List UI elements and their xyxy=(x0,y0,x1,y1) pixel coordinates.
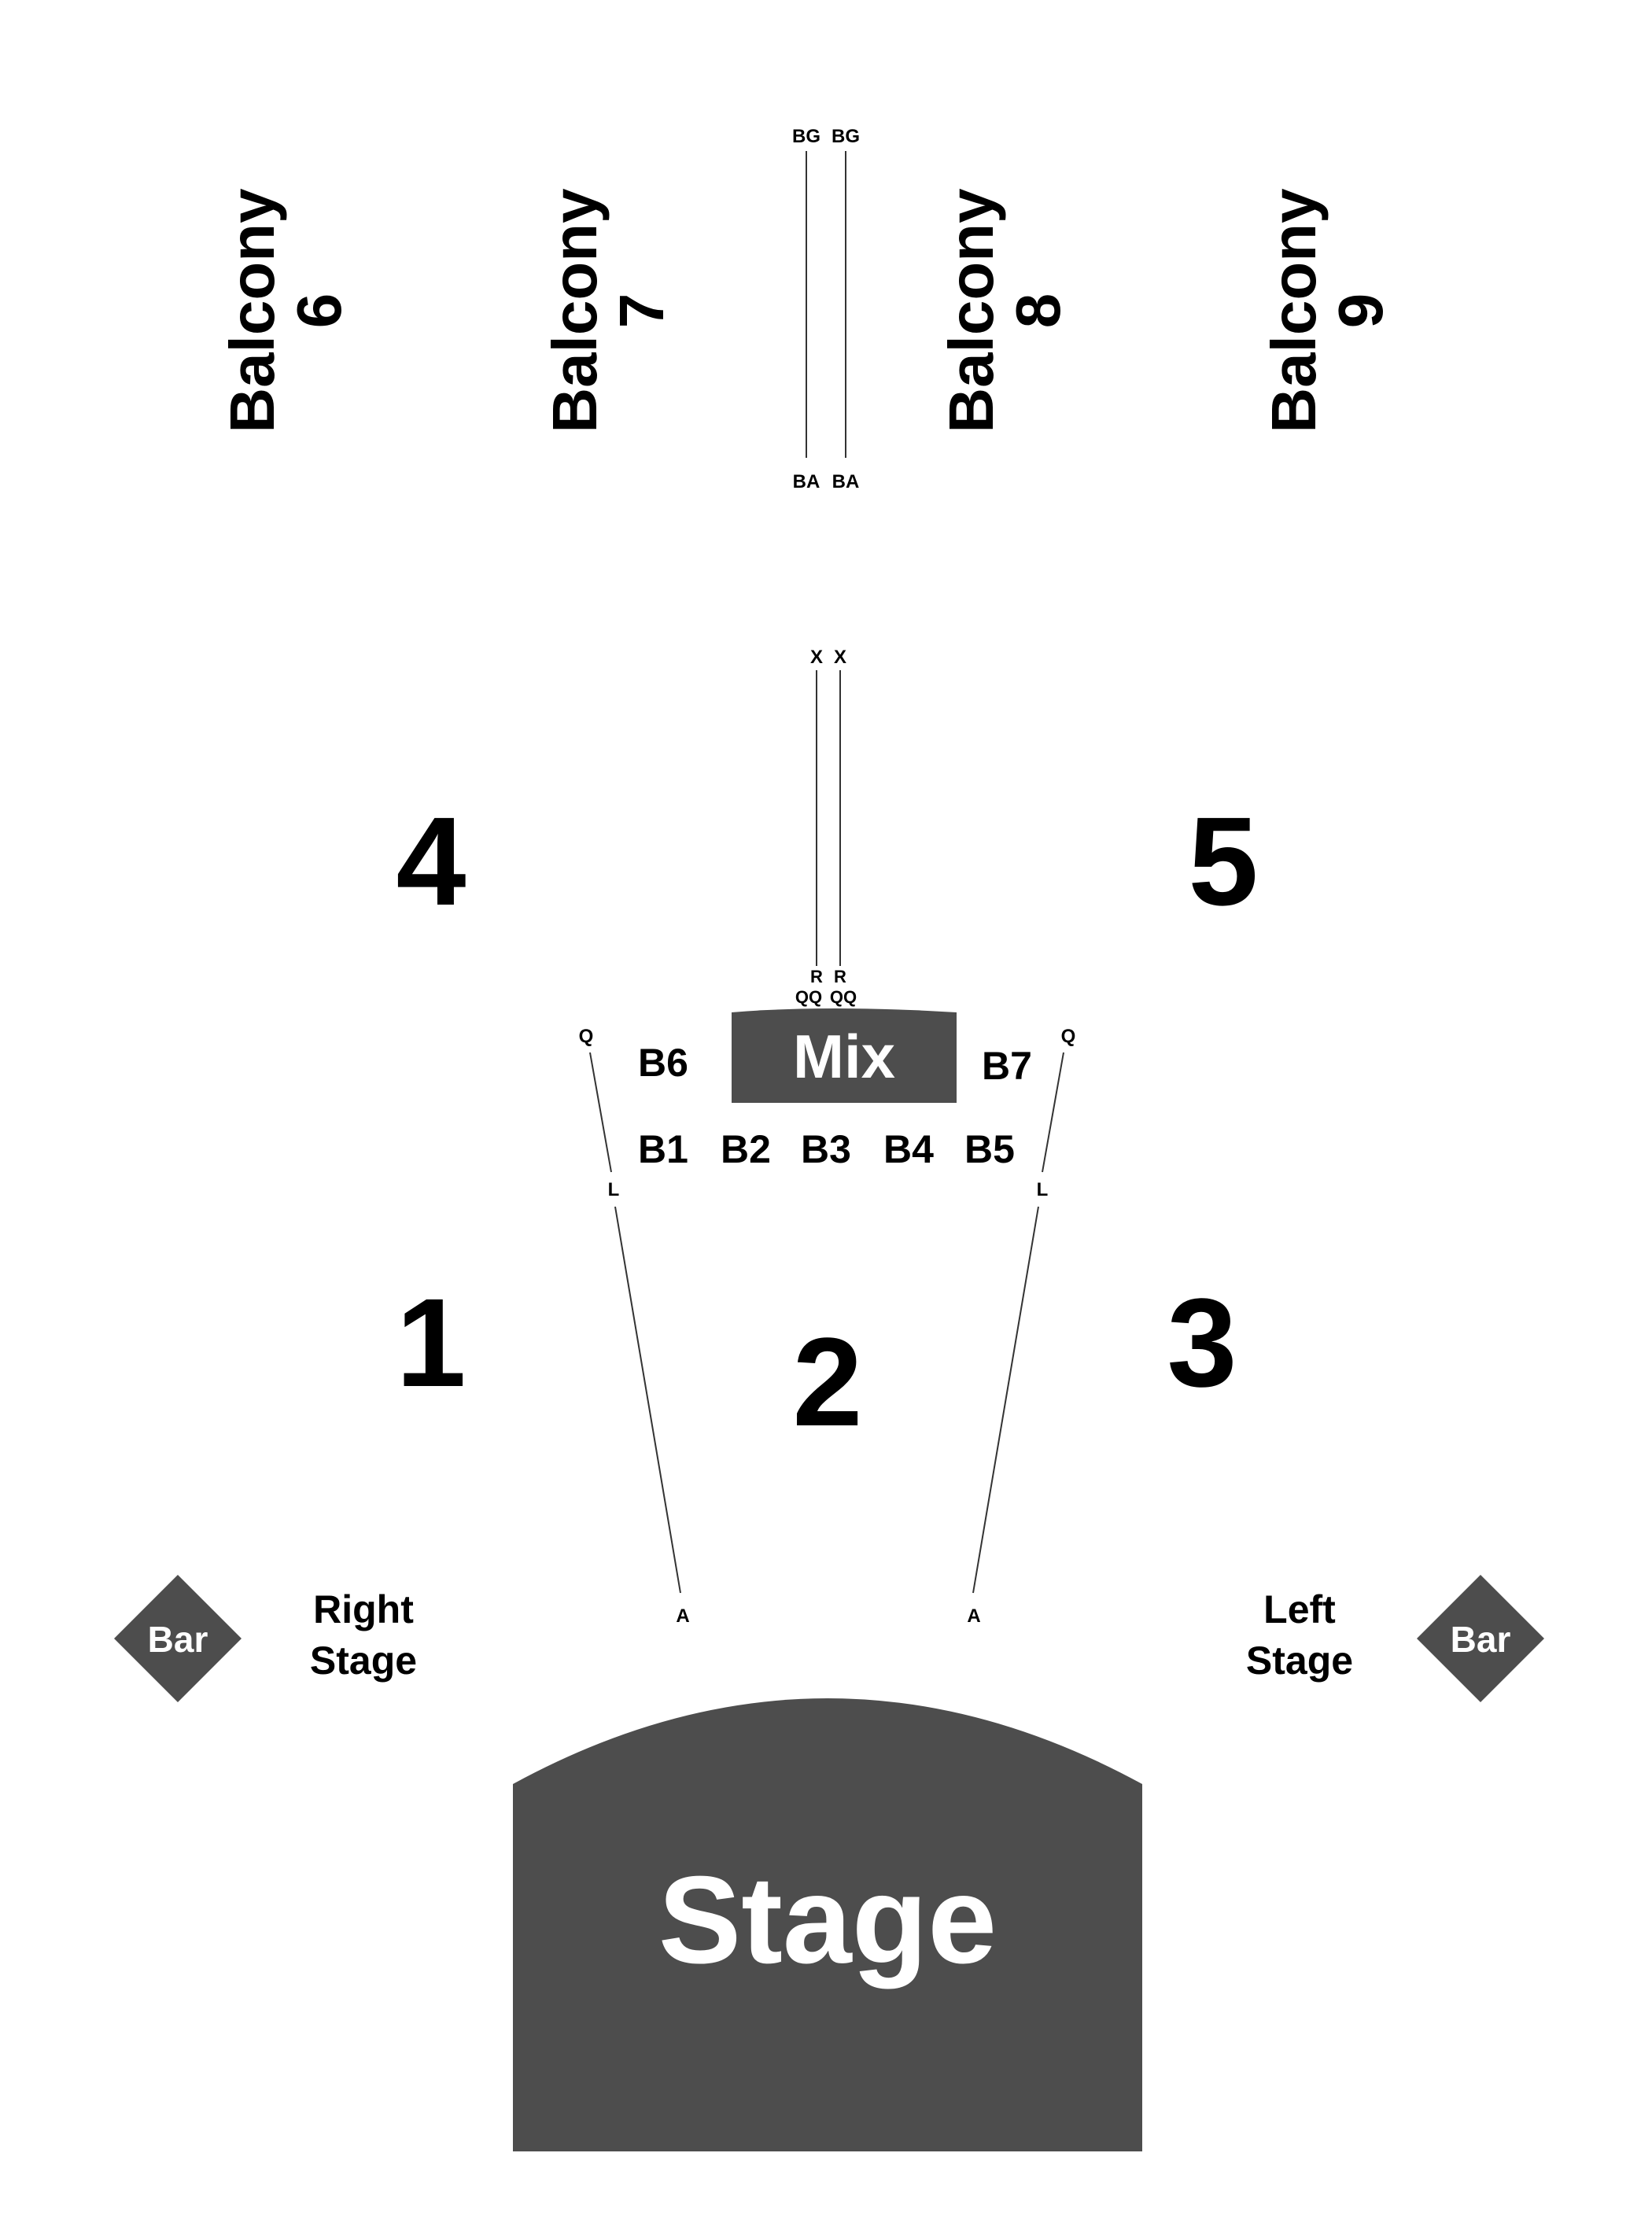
right-aisle-line-lower xyxy=(972,1206,1039,1594)
right-stage-label: Right Stage xyxy=(310,1587,417,1683)
balcony-7-number: 7 xyxy=(607,293,677,329)
left-stage-line1: Left xyxy=(1263,1587,1336,1631)
floor-aisle-qq-left: QQ xyxy=(795,987,822,1007)
section-5[interactable]: 5 xyxy=(1189,791,1259,931)
balcony-aisle: BG BG BA BA xyxy=(792,126,860,492)
balcony-8-number: 8 xyxy=(1003,293,1073,329)
right-aisle-l: L xyxy=(1037,1179,1049,1200)
box-b6[interactable]: B6 xyxy=(638,1041,688,1085)
bar-right-label: Bar xyxy=(1451,1619,1511,1660)
section-3[interactable]: 3 xyxy=(1167,1272,1237,1413)
balcony-6-number: 6 xyxy=(284,293,354,329)
balcony-8-label: Balcony xyxy=(936,188,1006,433)
floor-aisle-top-left: X xyxy=(810,647,823,668)
floor-aisle-qq-right: QQ xyxy=(830,987,857,1007)
bar-right-diamond xyxy=(1417,1575,1544,1702)
floor-aisle: X X R R QQ QQ xyxy=(795,647,857,1007)
section-1[interactable]: 1 xyxy=(396,1272,466,1413)
balcony-8[interactable]: Balcony 8 xyxy=(936,188,1073,433)
left-aisle: Q L A xyxy=(579,1026,690,1627)
balcony-9-label: Balcony xyxy=(1259,188,1329,433)
left-aisle-a: A xyxy=(676,1605,689,1627)
bar-left-diamond xyxy=(114,1575,242,1702)
balcony-aisle-bottom-left: BA xyxy=(793,471,820,492)
stage-label: Stage xyxy=(658,1851,997,1989)
bar-left[interactable]: Bar xyxy=(114,1575,242,1702)
floor-aisle-top-right: X xyxy=(834,647,846,668)
box-b4[interactable]: B4 xyxy=(883,1127,934,1171)
left-aisle-q: Q xyxy=(579,1026,594,1047)
mix-booth[interactable]: Mix xyxy=(732,1008,957,1103)
floor-aisle-r-right: R xyxy=(834,967,846,986)
left-stage-line2: Stage xyxy=(1246,1639,1353,1683)
box-b2[interactable]: B2 xyxy=(721,1127,771,1171)
stage-shape xyxy=(513,1698,1142,2151)
left-aisle-line-upper xyxy=(589,1052,612,1173)
bar-left-label: Bar xyxy=(148,1619,208,1660)
bar-right[interactable]: Bar xyxy=(1417,1575,1544,1702)
balcony-7-label: Balcony xyxy=(540,188,610,433)
balcony-7[interactable]: Balcony 7 xyxy=(540,188,677,433)
left-aisle-l: L xyxy=(608,1179,620,1200)
mix-label: Mix xyxy=(793,1022,895,1091)
right-aisle-a: A xyxy=(967,1605,980,1627)
left-stage-label: Left Stage xyxy=(1246,1587,1353,1683)
balcony-9-number: 9 xyxy=(1326,293,1396,329)
box-b5[interactable]: B5 xyxy=(964,1127,1015,1171)
box-b3[interactable]: B3 xyxy=(801,1127,851,1171)
balcony-6-label: Balcony xyxy=(217,188,287,433)
balcony-9[interactable]: Balcony 9 xyxy=(1259,188,1396,433)
right-aisle-line-upper xyxy=(1042,1052,1064,1173)
left-aisle-line-lower xyxy=(614,1206,681,1594)
right-aisle-q: Q xyxy=(1061,1026,1076,1047)
floor-aisle-r-left: R xyxy=(810,967,823,986)
mix-booth-shape xyxy=(732,1008,957,1103)
balcony-aisle-top-left: BG xyxy=(792,126,820,147)
balcony-6[interactable]: Balcony 6 xyxy=(217,188,354,433)
stage[interactable]: Stage xyxy=(513,1698,1142,2151)
right-stage-line2: Stage xyxy=(310,1639,417,1683)
balcony-aisle-top-right: BG xyxy=(832,126,860,147)
box-b1[interactable]: B1 xyxy=(638,1127,688,1171)
right-aisle: Q L A xyxy=(967,1026,1075,1627)
balcony-aisle-bottom-right: BA xyxy=(832,471,860,492)
right-stage-line1: Right xyxy=(313,1587,414,1631)
section-4[interactable]: 4 xyxy=(396,791,466,931)
box-b7[interactable]: B7 xyxy=(982,1044,1032,1088)
section-2[interactable]: 2 xyxy=(793,1311,863,1452)
